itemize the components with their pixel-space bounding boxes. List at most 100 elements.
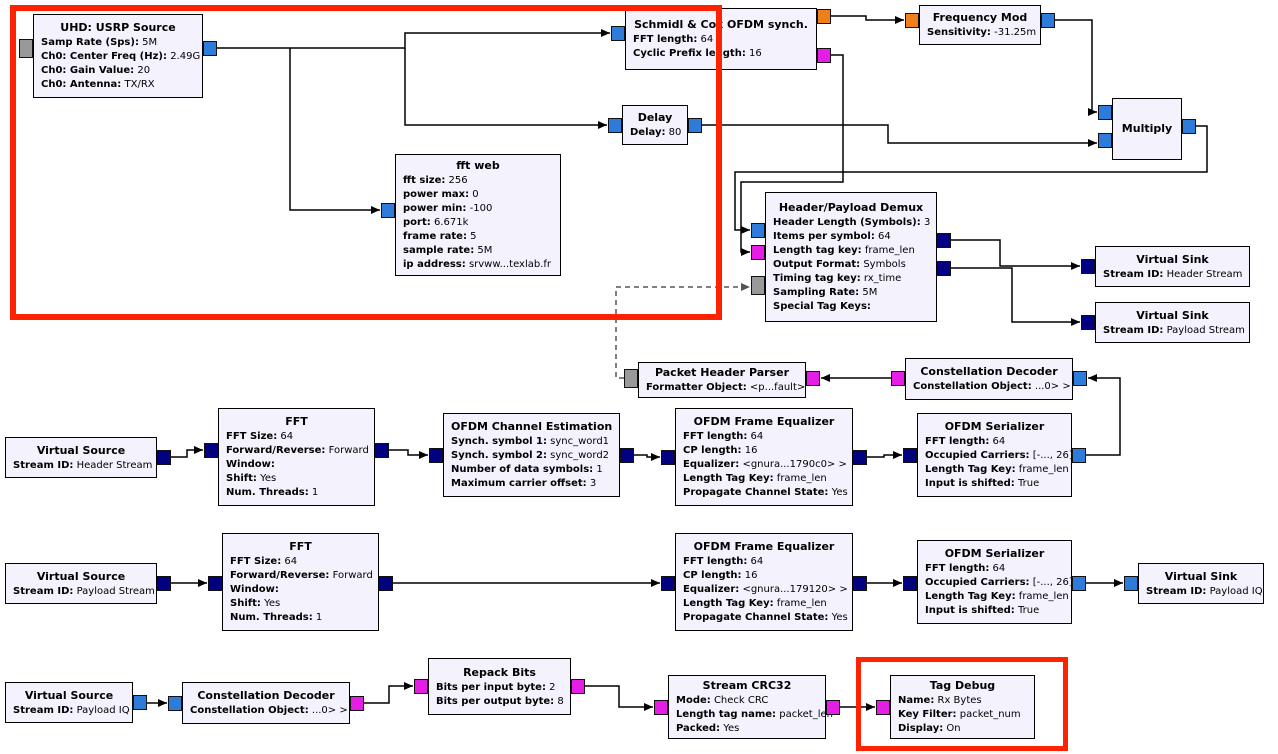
port-ofdm-channel-estimation-out[interactable] — [620, 447, 634, 463]
port-constellation-decoder-header-out[interactable] — [891, 370, 905, 386]
port-fft-payload-in[interactable] — [208, 575, 222, 591]
port-frequency-mod-out[interactable] — [1041, 12, 1055, 28]
port-virtual-source-header-stream-out[interactable] — [157, 449, 171, 465]
port-virtual-source-payload-iq-out[interactable] — [133, 694, 147, 710]
connection-arrowhead — [821, 374, 830, 382]
connection-arrowhead — [1088, 374, 1097, 382]
param-value: 1 — [315, 612, 323, 623]
port-usrp-source-command-in[interactable] — [19, 38, 33, 58]
connection-repack-bits-to-stream-crc32[interactable] — [585, 685, 653, 708]
port-ofdm-serializer-payload-out[interactable] — [1072, 575, 1086, 591]
port-header-payload-demux-payload-out[interactable] — [937, 260, 951, 276]
param-value: frame_len — [864, 245, 915, 256]
connection-multiply-to-demux[interactable] — [734, 125, 1208, 231]
port-ofdm-frame-equalizer-header-in[interactable] — [661, 449, 675, 465]
connection-packet-header-parser-to-demux[interactable] — [615, 286, 750, 379]
connection-usrp-to-schmidl-cox[interactable] — [217, 32, 610, 49]
port-fft-web-in[interactable] — [381, 202, 395, 218]
port-header-payload-demux-in[interactable] — [751, 222, 765, 238]
port-constellation-decoder-payload-in[interactable] — [168, 695, 182, 711]
param-value: Forward — [328, 445, 369, 456]
port-stream-crc32-in[interactable] — [654, 699, 668, 715]
port-ofdm-frame-equalizer-header-out[interactable] — [853, 449, 867, 465]
port-header-payload-demux-trigger-in[interactable] — [751, 244, 765, 260]
connection-usrp-to-delay[interactable] — [404, 48, 607, 126]
connection-usrp-to-fft-web[interactable] — [289, 48, 380, 211]
block-multiply[interactable]: Multiply — [1112, 98, 1182, 160]
port-virtual-sink-header-stream-in[interactable] — [1081, 258, 1095, 274]
port-packet-header-parser-header-data-out[interactable] — [624, 368, 638, 388]
port-multiply-in0[interactable] — [1098, 104, 1112, 120]
port-repack-bits-in[interactable] — [414, 678, 428, 694]
port-fft-header-in[interactable] — [204, 442, 218, 458]
port-tag-debug-in[interactable] — [876, 699, 890, 715]
port-constellation-decoder-payload-out[interactable] — [350, 695, 364, 711]
connection-serializer-to-constellation-decoder[interactable] — [1086, 377, 1121, 456]
port-header-payload-demux-header-data-in[interactable] — [751, 275, 765, 295]
connection-demux-to-virtual-sink-header[interactable] — [951, 239, 1080, 267]
port-ofdm-frame-equalizer-payload-out[interactable] — [853, 575, 867, 591]
port-schmidl-cox-ofdm-synch-in[interactable] — [611, 25, 625, 41]
connection-delay-to-multiply[interactable] — [702, 124, 1097, 144]
port-virtual-source-payload-stream-out[interactable] — [157, 575, 171, 591]
block-param: Stream ID: Payload IQ — [1146, 585, 1263, 599]
connection-demux-to-virtual-sink-payload[interactable] — [951, 267, 1080, 323]
port-header-payload-demux-header-out[interactable] — [937, 232, 951, 248]
connection-constellation-decoder-to-repack-bits[interactable] — [364, 685, 413, 704]
param-value: <gnura...179120> > — [742, 584, 848, 595]
port-fft-payload-out[interactable] — [379, 575, 393, 591]
port-ofdm-channel-estimation-in[interactable] — [429, 447, 443, 463]
port-delay-out[interactable] — [688, 117, 702, 133]
connection-schmidl-cox-to-frequency-mod[interactable] — [831, 15, 904, 21]
port-constellation-decoder-header-in[interactable] — [1073, 370, 1087, 386]
port-virtual-sink-payload-stream-in[interactable] — [1081, 314, 1095, 330]
port-multiply-out[interactable] — [1182, 118, 1196, 134]
port-ofdm-serializer-header-in[interactable] — [903, 447, 917, 463]
block-param: Key Filter: packet_num — [898, 708, 1027, 722]
connection-arrowhead — [741, 283, 750, 291]
port-virtual-sink-payload-iq-in[interactable] — [1124, 575, 1138, 591]
connection-frequency-mod-to-multiply[interactable] — [1055, 19, 1097, 113]
port-delay-in[interactable] — [608, 117, 622, 133]
param-value: -100 — [469, 203, 493, 214]
port-repack-bits-out[interactable] — [571, 678, 585, 694]
port-packet-header-parser-in[interactable] — [806, 370, 820, 386]
port-ofdm-serializer-header-out[interactable] — [1072, 447, 1086, 463]
port-schmidl-cox-ofdm-synch-freq-out[interactable] — [817, 8, 831, 24]
port-usrp-source-out[interactable] — [203, 40, 217, 56]
port-multiply-in1[interactable] — [1098, 132, 1112, 148]
port-stream-crc32-out[interactable] — [826, 699, 840, 715]
port-ofdm-frame-equalizer-payload-in[interactable] — [661, 575, 675, 591]
connection-fft-to-channel-estimation[interactable] — [389, 449, 428, 456]
port-schmidl-cox-ofdm-synch-trigger-out[interactable] — [817, 47, 831, 63]
port-ofdm-serializer-payload-in[interactable] — [903, 575, 917, 591]
port-fft-header-out[interactable] — [375, 442, 389, 458]
port-frequency-mod-in[interactable] — [905, 12, 919, 28]
